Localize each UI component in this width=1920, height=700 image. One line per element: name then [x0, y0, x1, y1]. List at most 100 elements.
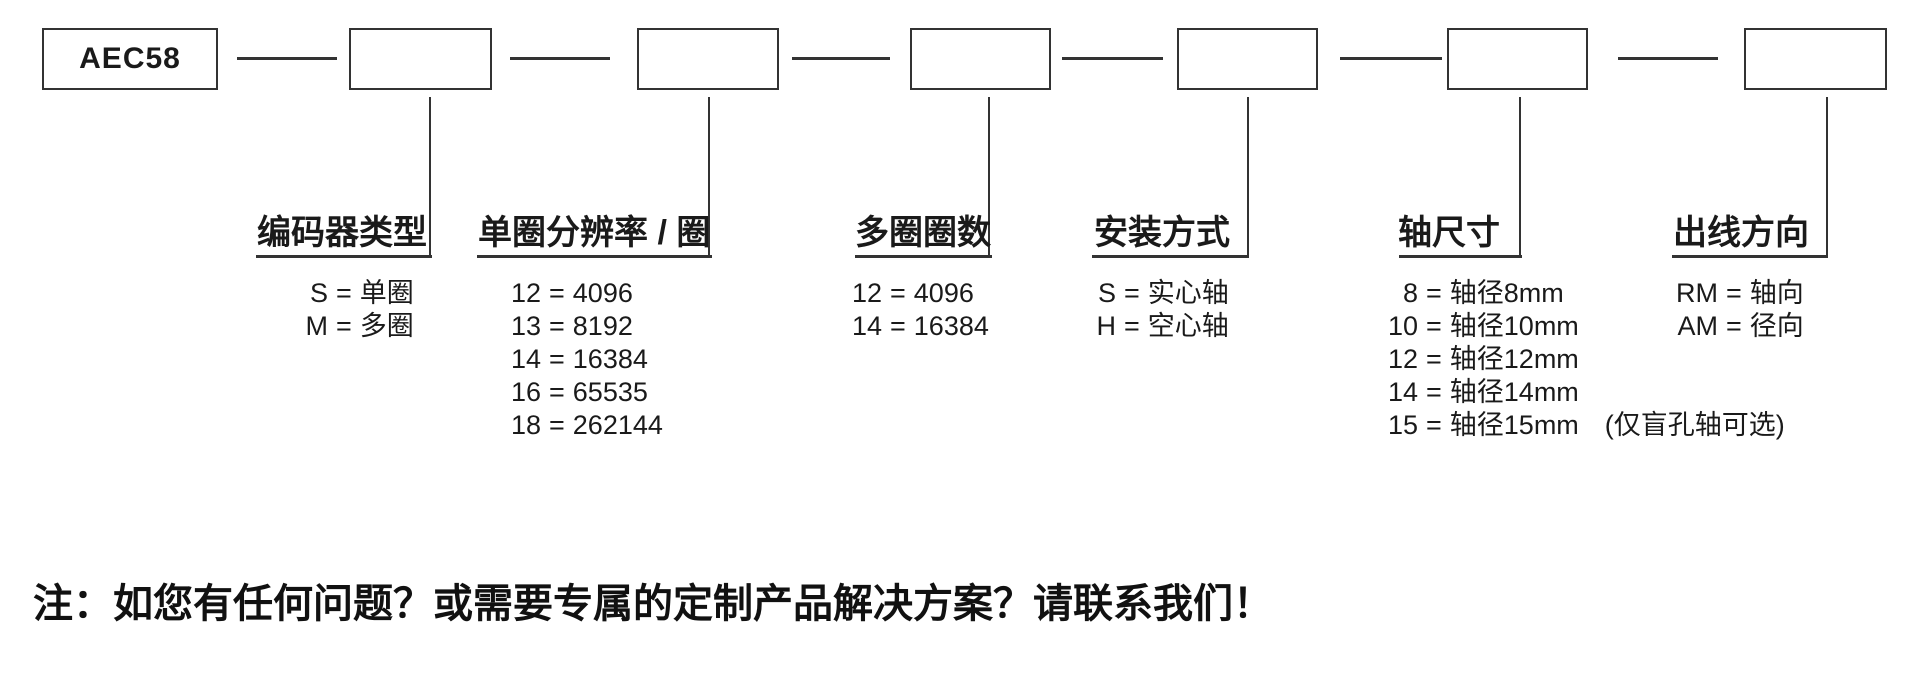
option-row: 15 = 轴径15mm (仅盲孔轴可选): [1382, 409, 1785, 442]
heading-underline: [1399, 255, 1522, 258]
option-code: 12: [1387, 344, 1418, 374]
code-box-shaft-size: [1447, 28, 1588, 90]
option-row: 14 = 轴径14mm: [1382, 376, 1785, 409]
option-row: 12 = 轴径12mm: [1382, 343, 1785, 376]
option-code: 14: [851, 311, 882, 341]
drop-line: [429, 97, 431, 255]
option-row: 8 = 轴径8mm: [1382, 277, 1785, 310]
column-heading-shaft-size: 轴尺寸: [1398, 214, 1500, 252]
option-row: 10 = 轴径10mm: [1382, 310, 1785, 343]
code-box-mounting: [1177, 28, 1318, 90]
option-code: AM: [1677, 311, 1719, 341]
column-heading-encoder-type: 编码器类型: [257, 214, 427, 252]
option-note: (仅盲孔轴可选): [1604, 410, 1785, 440]
equals-sign: =: [549, 410, 565, 440]
equals-sign: =: [1426, 410, 1442, 440]
option-code: H: [1096, 311, 1117, 341]
option-code: 14: [1387, 377, 1418, 407]
model-label: AEC58: [79, 42, 181, 75]
option-value: 多圈: [359, 311, 414, 341]
connector-dash: [510, 57, 610, 60]
footnote: 注：如您有任何问题？或需要专属的定制产品解决方案？请联系我们！: [33, 581, 1273, 626]
option-value: 轴径10mm: [1449, 311, 1579, 341]
equals-sign: =: [549, 377, 565, 407]
option-list-encoder-type: S = 单圈 M = 多圈: [302, 277, 414, 343]
connector-dash: [1062, 57, 1163, 60]
equals-sign: =: [549, 278, 565, 308]
drop-line: [1826, 97, 1828, 255]
option-code: 12: [510, 278, 541, 308]
drop-line: [1247, 97, 1249, 255]
code-box-outlet-direction: [1744, 28, 1887, 90]
option-row: S = 实心轴: [1090, 277, 1229, 310]
model-box: AEC58: [42, 28, 218, 90]
equals-sign: =: [1124, 278, 1140, 308]
option-row: 14 = 16384: [846, 310, 989, 343]
equals-sign: =: [1124, 311, 1140, 341]
code-box-multiturn-count: [910, 28, 1051, 90]
option-code: RM: [1676, 278, 1718, 308]
option-code: S: [309, 278, 328, 308]
heading-underline: [1092, 255, 1249, 258]
option-row: AM = 径向: [1668, 310, 1804, 343]
option-value: 径向: [1749, 311, 1804, 341]
equals-sign: =: [890, 311, 906, 341]
equals-sign: =: [890, 278, 906, 308]
option-row: 18 = 262144: [505, 409, 663, 442]
option-row: RM = 轴向: [1668, 277, 1804, 310]
column-heading-mounting: 安装方式: [1094, 214, 1230, 252]
option-row: H = 空心轴: [1090, 310, 1229, 343]
option-row: M = 多圈: [302, 310, 414, 343]
option-value: 8192: [572, 311, 633, 341]
equals-sign: =: [1726, 278, 1742, 308]
option-value: 65535: [572, 377, 648, 407]
option-code: 14: [510, 344, 541, 374]
option-value: 轴径12mm: [1449, 344, 1579, 374]
option-list-shaft-size: 8 = 轴径8mm 10 = 轴径10mm 12 = 轴径12mm 14 = 轴…: [1382, 277, 1785, 442]
option-value: 4096: [572, 278, 633, 308]
connector-dash: [237, 57, 337, 60]
option-code: S: [1097, 278, 1116, 308]
equals-sign: =: [1426, 344, 1442, 374]
drop-line: [988, 97, 990, 255]
option-value: 4096: [913, 278, 974, 308]
option-value: 轴向: [1749, 278, 1804, 308]
equals-sign: =: [1726, 311, 1742, 341]
option-value: 16384: [572, 344, 648, 374]
option-code: 13: [510, 311, 541, 341]
option-value: 轴径15mm: [1449, 410, 1579, 440]
equals-sign: =: [1426, 278, 1442, 308]
option-value: 轴径14mm: [1449, 377, 1579, 407]
option-value: 16384: [913, 311, 989, 341]
option-row: 12 = 4096: [505, 277, 663, 310]
equals-sign: =: [1426, 311, 1442, 341]
option-code: 18: [510, 410, 541, 440]
option-row: 13 = 8192: [505, 310, 663, 343]
connector-dash: [1340, 57, 1442, 60]
option-code: 8: [1402, 278, 1418, 308]
code-box-encoder-type: [349, 28, 492, 90]
option-row: 14 = 16384: [505, 343, 663, 376]
option-list-singleturn-resolution: 12 = 4096 13 = 8192 14 = 16384 16 = 6553…: [505, 277, 663, 442]
heading-underline: [477, 255, 712, 258]
option-code: 16: [510, 377, 541, 407]
option-code: 10: [1387, 311, 1418, 341]
option-value: 单圈: [359, 278, 414, 308]
drop-line: [1519, 97, 1521, 255]
heading-underline: [256, 255, 432, 258]
option-value: 实心轴: [1147, 278, 1229, 308]
connector-dash: [792, 57, 890, 60]
equals-sign: =: [549, 344, 565, 374]
option-row: 16 = 65535: [505, 376, 663, 409]
column-heading-singleturn-resolution: 单圈分辨率 / 圈: [478, 214, 711, 252]
option-value: 轴径8mm: [1449, 278, 1564, 308]
option-row: S = 单圈: [302, 277, 414, 310]
option-list-outlet-direction: RM = 轴向 AM = 径向: [1668, 277, 1804, 343]
heading-underline: [1672, 255, 1828, 258]
equals-sign: =: [336, 278, 352, 308]
column-heading-multiturn-count: 多圈圈数: [855, 214, 991, 252]
option-list-multiturn-count: 12 = 4096 14 = 16384: [846, 277, 989, 343]
heading-underline: [855, 255, 992, 258]
equals-sign: =: [336, 311, 352, 341]
option-code: 12: [851, 278, 882, 308]
